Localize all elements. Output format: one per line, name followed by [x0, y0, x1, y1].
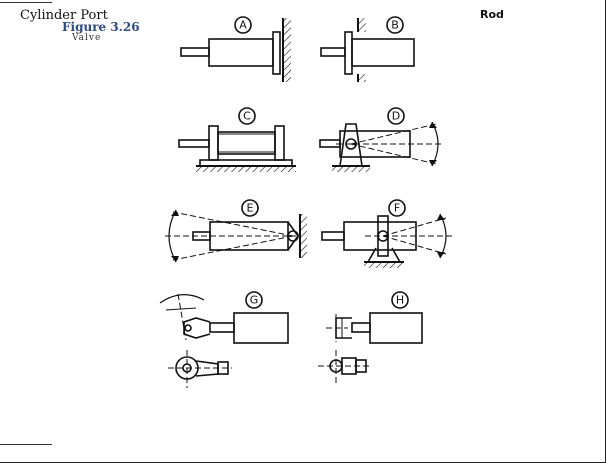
rear-flange-b	[344, 31, 353, 75]
label-f: F	[394, 202, 400, 215]
label-g: G	[250, 294, 259, 307]
header-line-1: Cylinder Port	[20, 8, 108, 23]
cylinder-body-a	[208, 38, 274, 67]
front-foot-c	[208, 125, 219, 161]
label-circle-d	[387, 107, 405, 125]
label-a: A	[239, 19, 247, 32]
rod-label: Rod	[480, 8, 504, 21]
label-b: B	[391, 19, 399, 32]
piston-rod-c	[178, 139, 210, 148]
figure-number: Figure 3.26	[62, 20, 140, 34]
mount-a: A	[180, 16, 291, 82]
label-circle-b	[386, 16, 404, 34]
cylinder-body-b	[351, 38, 415, 67]
piston-rod-b	[320, 47, 346, 57]
top-left-rule	[0, 2, 52, 3]
piston-rod-h	[351, 322, 371, 333]
cylinder-body-g	[233, 312, 289, 344]
label-d: D	[392, 110, 400, 123]
mount-c: C	[178, 107, 296, 172]
header-line-3: Valve	[72, 33, 102, 43]
mount-b: B	[320, 16, 415, 82]
clevis-side-view-h	[318, 350, 370, 384]
cylinder-body-h	[369, 312, 423, 344]
bottom-left-rule	[0, 444, 52, 445]
mount-f: F	[321, 199, 454, 268]
label-circle-g	[245, 291, 263, 309]
mount-g: G	[159, 291, 289, 388]
label-circle-e	[241, 199, 259, 217]
mount-h: H	[318, 291, 423, 384]
label-h: H	[396, 294, 404, 307]
rear-foot-c	[274, 125, 285, 161]
rod-eye-side-view-g	[168, 350, 232, 388]
piston-rod-a	[180, 47, 210, 57]
label-e: E	[247, 202, 254, 215]
label-circle-c	[238, 107, 256, 125]
cylinder-body-c	[217, 131, 276, 155]
label-circle-h	[391, 291, 409, 309]
label-circle-a	[234, 16, 252, 34]
mount-e: E	[165, 199, 307, 263]
rod-eye-g	[183, 317, 211, 339]
label-c: C	[243, 110, 251, 123]
label-circle-f	[388, 199, 406, 217]
piston-rod-f	[321, 231, 345, 241]
mount-d: D	[319, 107, 442, 172]
front-flange-a	[272, 31, 281, 75]
piston-rod-g	[209, 322, 235, 333]
